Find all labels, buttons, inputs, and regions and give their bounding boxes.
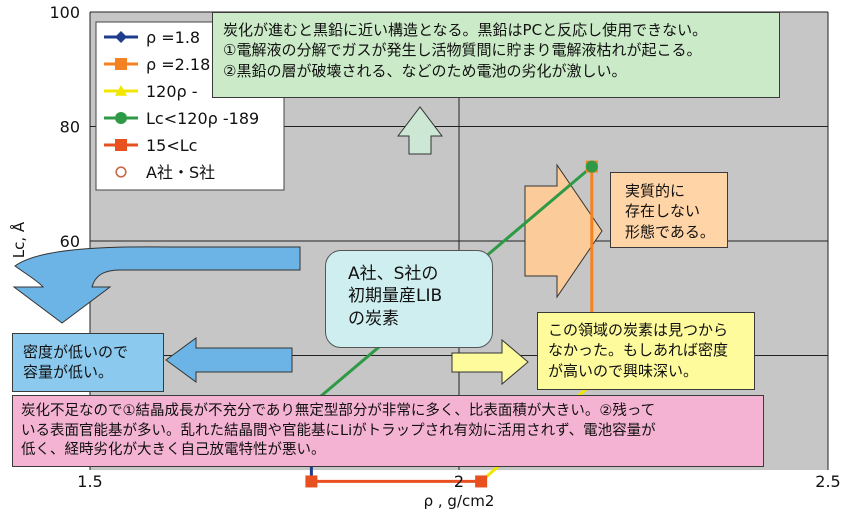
- annotation-unfound-region: この領域の炭素は見つから なかった。もしあれば密度 が高いので興味深い。: [537, 312, 755, 390]
- y-axis-label: Lc, Å: [9, 221, 28, 258]
- data-point: [305, 475, 318, 488]
- legend-label: 120ρ -: [146, 82, 198, 101]
- legend-label: Lc<120ρ -189: [146, 109, 259, 128]
- right-arrow-large: [524, 163, 603, 299]
- annotation-line: 密度が低いので: [23, 343, 129, 361]
- x-tick-labels: 1.5 2 2.5: [77, 472, 840, 491]
- legend-label: ρ =1.8: [146, 28, 200, 47]
- legend-label: ρ =2.18: [146, 55, 210, 74]
- annotation-line: 炭化が進むと黒鉛に近い構造となる。黒鉛はPCと反応し使用できない。: [223, 21, 708, 39]
- legend-marker: [115, 58, 127, 70]
- arrows: [12, 106, 603, 386]
- annotation-line: 容量が低い。: [23, 363, 114, 382]
- legend-marker: [115, 85, 127, 96]
- x-tick-label: 2: [454, 472, 464, 491]
- annotation-line: の炭素: [348, 308, 399, 329]
- y-tick-label: 60: [60, 232, 80, 251]
- annotation-line: ①電解液の分解でガスが発生し活物質間に貯まり電解液枯れが起こる。: [223, 41, 702, 60]
- legend-label: A社・S社: [146, 163, 215, 182]
- y-tick-label: 100: [49, 3, 80, 22]
- annotation-line: が高いので興味深い。: [548, 361, 699, 380]
- annotation-line: A社、S社の: [348, 264, 439, 284]
- annotation-line: いる表面官能基が多い。乱れた結晶間や官能基にLiがトラップされ有効に活用されず、…: [21, 422, 656, 439]
- legend-marker: [115, 139, 127, 151]
- annotation-line: ②黒鉛の層が破壊される、などのため電池の劣化が激しい。: [223, 61, 627, 80]
- annotation-line: この領域の炭素は見つから: [548, 321, 729, 339]
- annotation-line: 実質的に: [625, 182, 686, 200]
- annotation-under-carbonized: 炭化不足なので①結晶成長が不充分であり無定型部分が非常に多く、比表面積が大きい。…: [12, 395, 764, 467]
- annotation-line: 形態である。: [625, 222, 715, 241]
- x-tick-label: 2.5: [815, 472, 840, 491]
- annotation-line: 初期量産LIB: [348, 286, 443, 307]
- legend-marker: [115, 112, 127, 124]
- annotation-nonexistent: 実質的に 存在しない 形態である。: [610, 172, 728, 248]
- x-tick-label: 1.5: [77, 472, 102, 491]
- annotation-graphitization: 炭化が進むと黒鉛に近い構造となる。黒鉛はPCと反応し使用できない。 ①電解液の分…: [212, 12, 780, 98]
- left-arrow-small: [165, 337, 293, 383]
- annotation-line: 低く、経時劣化が大きく自己放電特性が悪い。: [21, 442, 326, 459]
- annotation-low-density: 密度が低いので 容量が低い。: [12, 333, 164, 392]
- annotation-line: なかった。もしあれば密度: [548, 341, 729, 360]
- data-point: [585, 160, 598, 173]
- left-curved-arrow: [12, 246, 301, 324]
- legend-label: 15<Lc: [146, 136, 197, 155]
- up-arrow: [396, 106, 444, 155]
- right-arrow-small: [451, 338, 529, 386]
- data-point: [475, 475, 488, 488]
- annotation-line: 炭化不足なので①結晶成長が不充分であり無定型部分が非常に多く、比表面積が大きい。…: [21, 403, 656, 419]
- annotation-initial-lib-carbon: A社、S社の 初期量産LIB の炭素: [325, 250, 493, 348]
- x-axis-label: ρ , g/cm2: [424, 492, 495, 510]
- y-tick-label: 80: [60, 118, 80, 137]
- legend-marker: [115, 166, 127, 178]
- legend-marker: [115, 31, 127, 43]
- annotation-line: 存在しない: [625, 202, 701, 221]
